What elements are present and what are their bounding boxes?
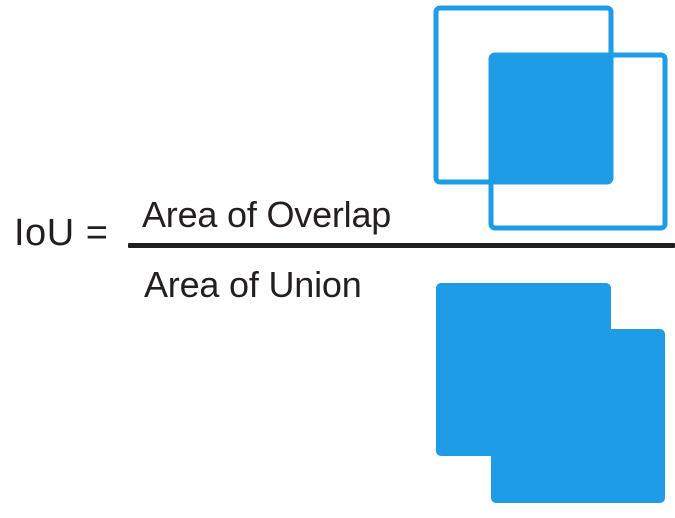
formula-left-hand-side: IoU = — [14, 212, 109, 254]
fraction-bar — [128, 243, 675, 248]
overlap-intersection-fill — [491, 55, 611, 182]
fraction-denominator-area-of-union: Area of Union — [144, 264, 362, 305]
area-of-overlap-diagram — [425, 0, 675, 240]
two-overlapping-squares-intersection-icon — [433, 5, 668, 231]
union-filled-region — [436, 283, 665, 503]
fraction-numerator-area-of-overlap: Area of Overlap — [142, 194, 392, 235]
area-of-union-diagram — [425, 270, 675, 518]
two-overlapping-squares-union-icon — [436, 283, 665, 503]
union-seam-filler — [491, 329, 611, 456]
